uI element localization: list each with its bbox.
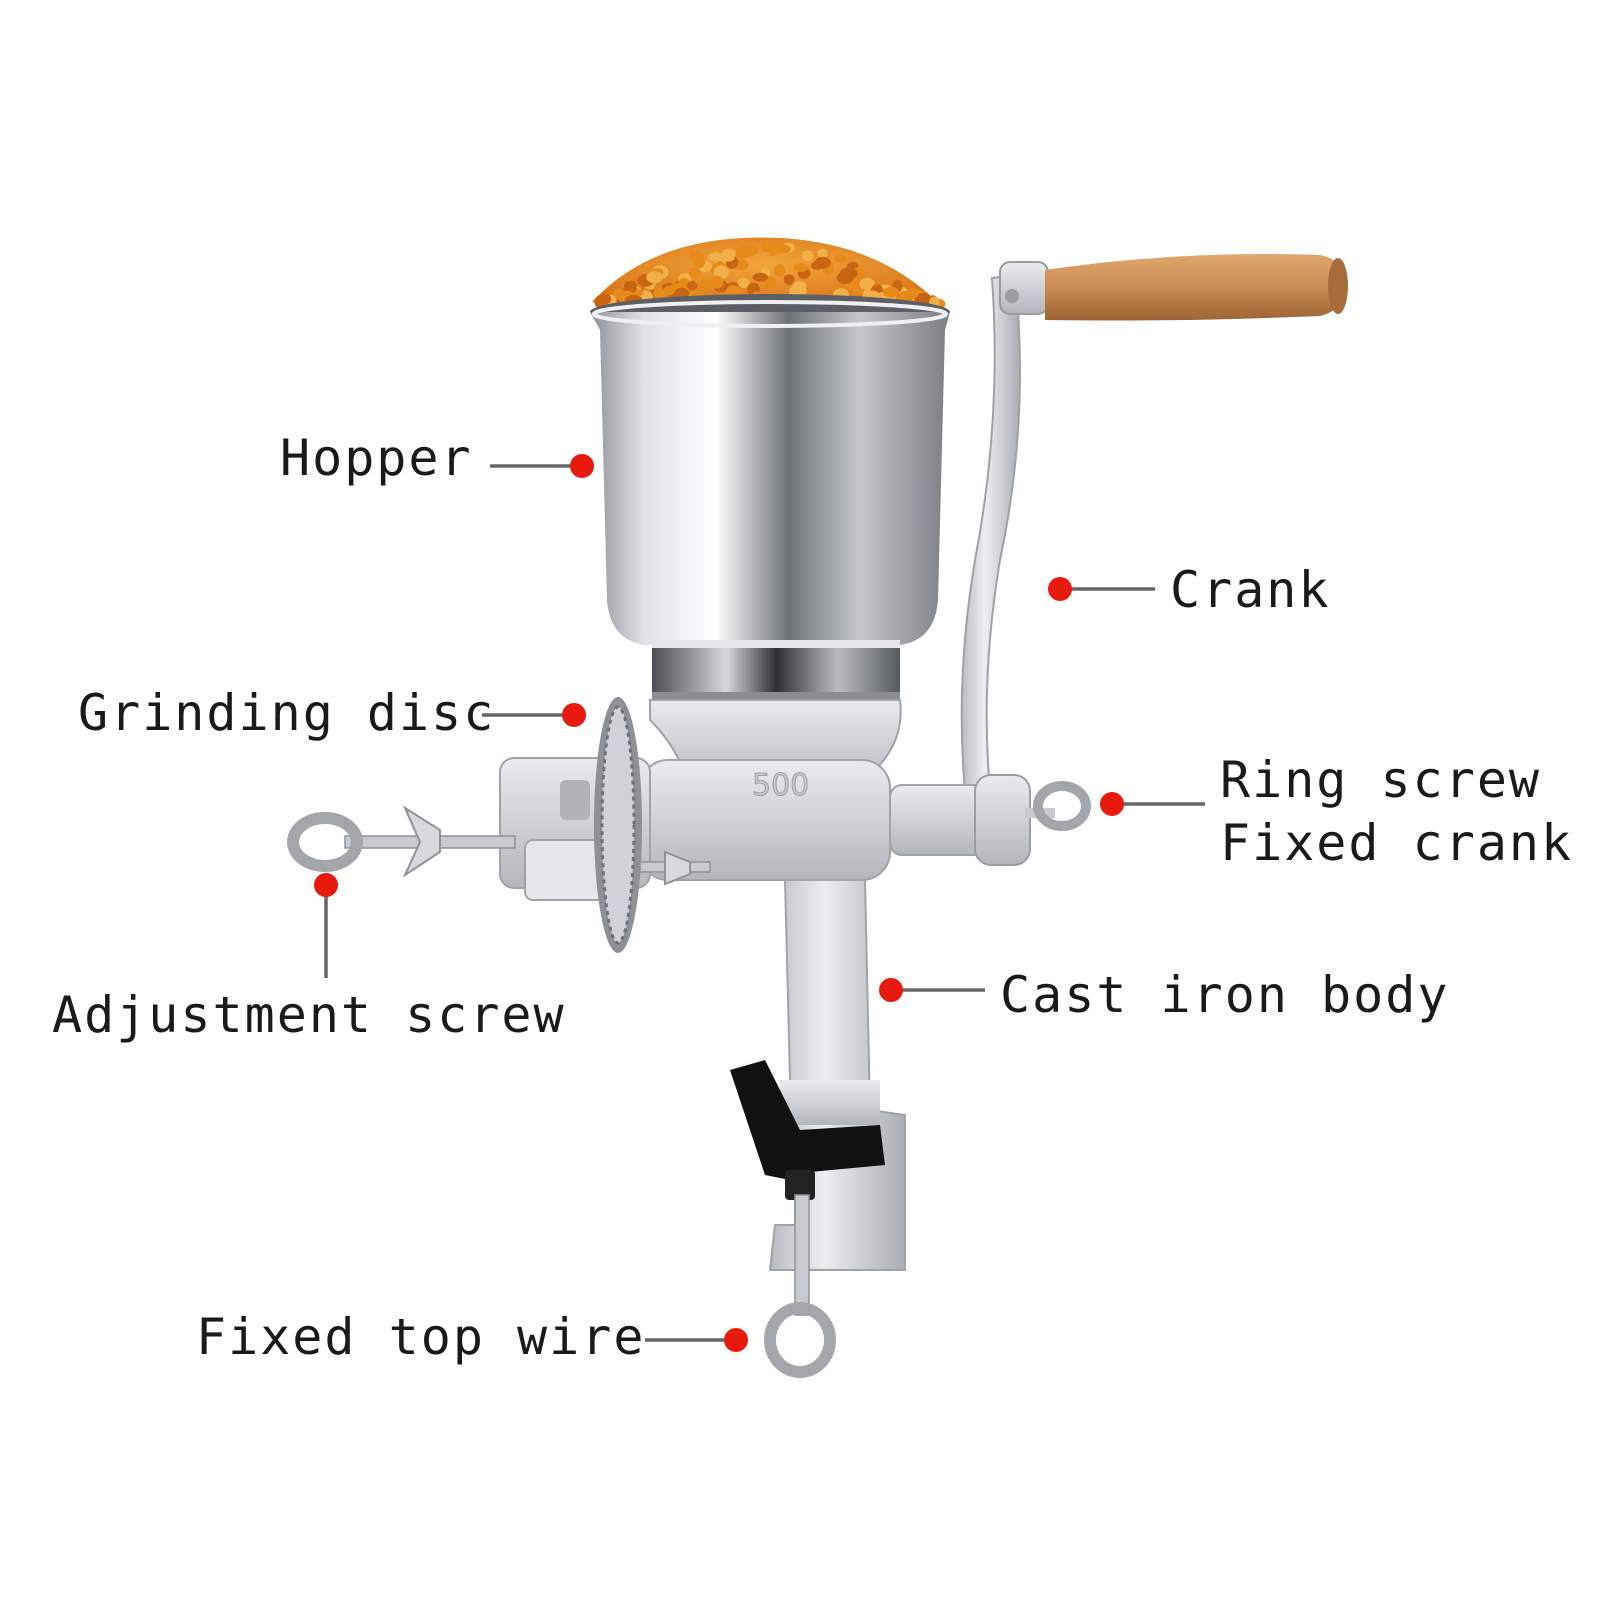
hopper-label: Hopper (280, 429, 473, 487)
ring-screw-dot (1100, 792, 1124, 816)
adjustment-screw-part (287, 805, 711, 886)
corn-kernel (737, 277, 750, 289)
corn-kernel (814, 256, 831, 269)
corn-kernel (674, 287, 690, 299)
crank-label: Crank (1170, 561, 1331, 619)
corn-kernel (710, 275, 724, 289)
corn-kernel (776, 244, 791, 254)
leader-lines (324, 464, 1205, 1342)
corn-kernel (760, 240, 776, 253)
corn-kernel (801, 250, 814, 262)
ring-screw-label: Ring screw (1220, 751, 1542, 809)
corn-kernel (707, 252, 724, 262)
corn-kernel (914, 292, 932, 305)
corn-kernel (663, 285, 675, 296)
cast-iron-body: 500 (639, 699, 1031, 1271)
corn-kernel (646, 271, 663, 284)
grinding-disc-assembly (499, 697, 651, 953)
body-marking: 500 (752, 768, 809, 803)
corn-kernel (722, 251, 735, 262)
grinding-disc-label: Grinding disc (78, 684, 496, 742)
marker-dots (314, 454, 1124, 1352)
table-clamp (730, 1060, 885, 1378)
corn-kernel (735, 247, 750, 259)
cast-iron-body-label: Cast iron body (1000, 966, 1450, 1024)
crank-arm (960, 254, 1348, 791)
corn-kernel (840, 267, 858, 279)
ring-screw-part (1025, 781, 1091, 831)
crank-dot (1048, 577, 1072, 601)
corn-kernel (700, 279, 711, 292)
corn-kernel (693, 258, 705, 269)
corn-kernel (713, 265, 729, 279)
corn-kernel (817, 248, 828, 258)
fixed-crank-label: Fixed crank (1220, 814, 1574, 872)
corn-kernel (883, 287, 900, 298)
corn-kernel (859, 277, 876, 291)
corn-kernel (834, 254, 847, 264)
corn-kernel (752, 272, 768, 282)
fixed-top-wire-dot (724, 1328, 748, 1352)
fixed-top-wire-label: Fixed top wire (196, 1308, 646, 1366)
corn-kernel (907, 287, 919, 299)
corn-kernel (687, 281, 698, 291)
hopper-bowl (590, 294, 950, 700)
corn-kernel (774, 263, 786, 278)
cast-iron-body-dot (879, 978, 903, 1002)
adjustment-screw-label: Adjustment screw (52, 986, 566, 1044)
corn-kernel (783, 274, 795, 285)
corn-kernel (594, 295, 607, 309)
corn-kernel (626, 280, 638, 293)
corn-kernel (679, 277, 690, 287)
hopper-dot (570, 454, 594, 478)
corn-kernel (689, 267, 701, 280)
corn-kernel (793, 263, 809, 272)
adjustment-screw-dot (314, 873, 338, 897)
corn-kernel (764, 276, 777, 290)
grinding-disc-dot (562, 703, 586, 727)
